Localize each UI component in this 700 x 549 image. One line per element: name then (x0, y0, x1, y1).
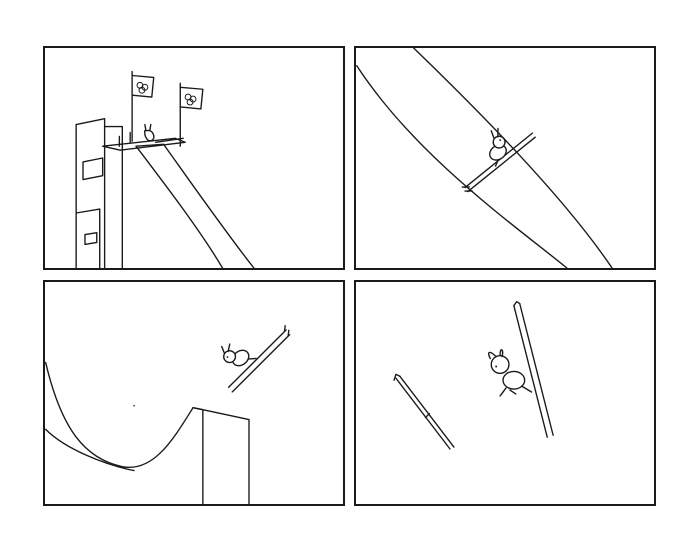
takeoff-table (192, 407, 250, 504)
ski-icon (513, 300, 554, 438)
panel-1-art (75, 70, 255, 268)
ski-icon (467, 136, 536, 193)
flag-icon (131, 70, 155, 142)
ski-icon (393, 373, 455, 450)
inrun-ramp-top (135, 145, 224, 268)
panel-2-art (356, 48, 613, 268)
comic-panel-3 (43, 280, 345, 506)
comic-panel-2 (354, 46, 656, 270)
ski-icon (227, 329, 287, 388)
inrun-ramp-bottom (162, 143, 255, 268)
bunny-skier-icon (461, 127, 536, 193)
bunny-skier-icon (144, 123, 184, 143)
ski-icon (231, 333, 291, 393)
comic-panel-4 (354, 280, 656, 506)
panel-4-art (393, 300, 554, 450)
bunny-skier-icon (221, 324, 291, 393)
landing-curve-bottom (45, 428, 135, 472)
flag-icon (179, 82, 204, 147)
landing-curve-top (45, 361, 194, 469)
comic-panel-1 (43, 46, 345, 270)
ramp-edge-upper (356, 64, 568, 268)
panel-3-art (45, 324, 291, 504)
ramp-edge-lower (412, 48, 613, 268)
bunny-skier-icon (488, 349, 533, 397)
